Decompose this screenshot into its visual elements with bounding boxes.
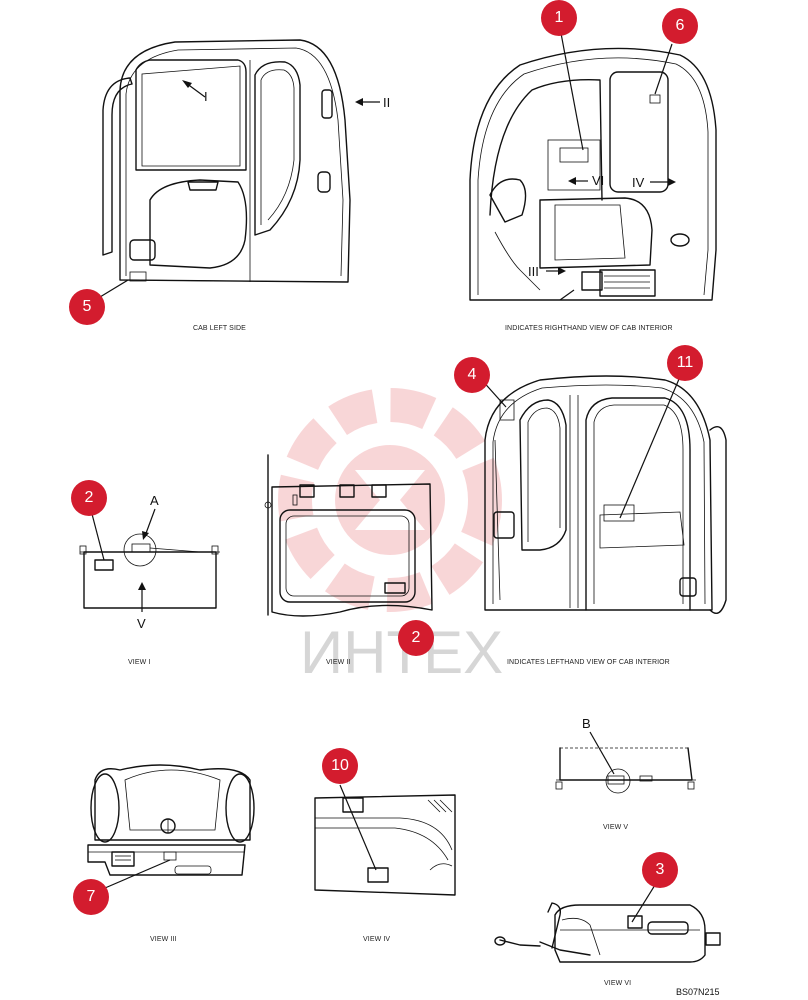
callout-2-view-i: 2 bbox=[71, 480, 107, 516]
view-marker-vi: VI bbox=[592, 173, 604, 188]
callout-1: 1 bbox=[541, 0, 577, 36]
caption-righthand-interior: INDICATES RIGHTHAND VIEW OF CAB INTERIOR bbox=[505, 325, 673, 332]
callout-3: 3 bbox=[642, 852, 678, 888]
caption-view-v: VIEW V bbox=[603, 824, 629, 831]
caption-lefthand-interior: INDICATES LEFTHAND VIEW OF CAB INTERIOR bbox=[507, 659, 670, 666]
callout-2-view-ii: 2 bbox=[398, 620, 434, 656]
caption-view-i: VIEW I bbox=[128, 659, 151, 666]
view-i-drawing: A V bbox=[79, 493, 220, 631]
view-marker-b: B bbox=[582, 716, 591, 731]
callout-6: 6 bbox=[662, 8, 698, 44]
view-marker-a: A bbox=[150, 493, 159, 508]
callout-4: 4 bbox=[454, 357, 490, 393]
view-iii-drawing bbox=[87, 764, 255, 889]
view-marker-iv: IV bbox=[632, 175, 645, 190]
righthand-interior-drawing: VI IV III bbox=[469, 27, 717, 301]
document-id: BS07N215 bbox=[676, 987, 720, 997]
view-marker-v: V bbox=[137, 616, 146, 631]
view-marker-i: I bbox=[204, 89, 208, 104]
callout-11: 11 bbox=[667, 345, 703, 381]
callout-10: 10 bbox=[322, 748, 358, 784]
caption-view-iv: VIEW IV bbox=[363, 936, 391, 943]
caption-cab-left-side: CAB LEFT SIDE bbox=[193, 325, 246, 332]
view-iv-drawing bbox=[314, 784, 456, 896]
callout-7: 7 bbox=[73, 879, 109, 915]
view-marker-ii: II bbox=[383, 95, 390, 110]
callout-5: 5 bbox=[69, 289, 105, 325]
view-ii-drawing bbox=[264, 454, 433, 617]
caption-view-ii: VIEW II bbox=[326, 659, 351, 666]
view-marker-iii: III bbox=[528, 264, 539, 279]
cab-left-side-drawing: I II bbox=[99, 39, 390, 298]
view-vi-drawing bbox=[494, 884, 721, 963]
view-v-drawing: B bbox=[555, 716, 696, 794]
lefthand-interior-drawing bbox=[479, 371, 727, 614]
caption-view-iii: VIEW III bbox=[150, 936, 177, 943]
caption-view-vi: VIEW VI bbox=[604, 980, 632, 987]
